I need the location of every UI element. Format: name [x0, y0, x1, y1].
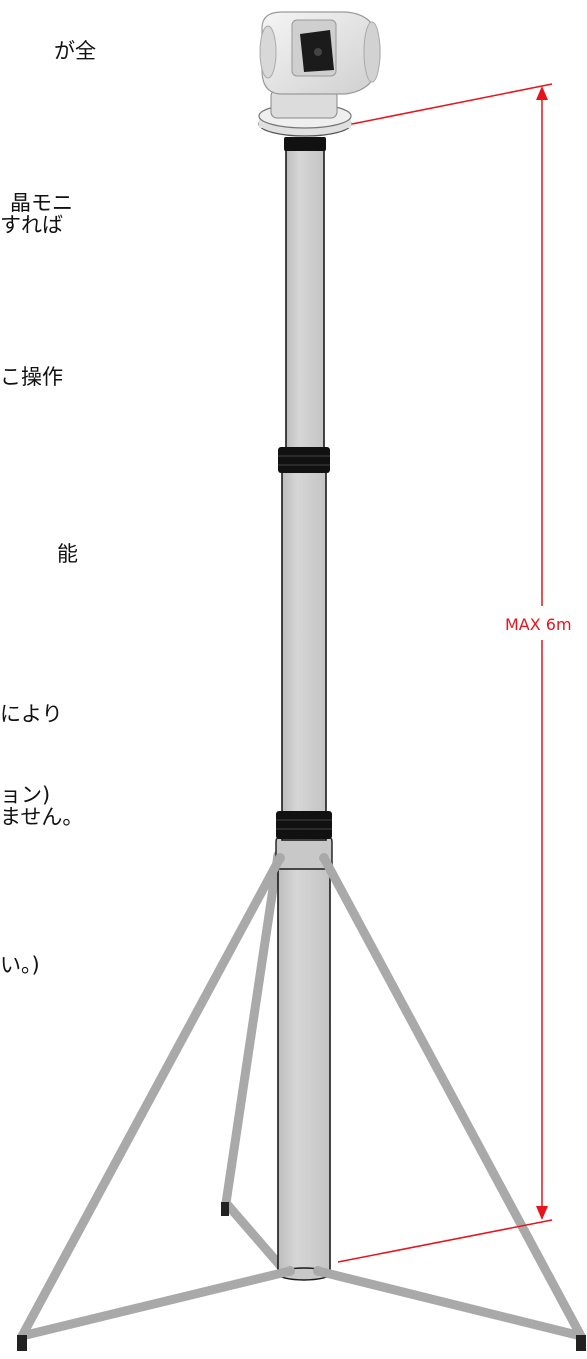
pole-middle-section — [276, 447, 332, 841]
dimension-label: MAX 6m — [505, 615, 572, 634]
text-fragment: ョン) — [0, 783, 51, 807]
arrow-down-icon — [536, 1206, 548, 1220]
height-dimension: MAX 6m — [337, 83, 572, 1263]
ptz-camera — [258, 11, 381, 137]
text-fragment: が全 — [54, 39, 96, 63]
text-fragment: こ操作 — [0, 365, 63, 389]
text-fragment: により — [0, 702, 63, 726]
tripod-front-legs — [17, 853, 586, 1351]
tripod-foot — [576, 1335, 586, 1351]
pole-top-collar — [284, 137, 326, 151]
text-fragment: 能 — [57, 542, 78, 566]
pole-clamp-collar — [276, 811, 332, 839]
tripod-back-leg — [221, 850, 289, 1275]
text-fragment: い。) — [0, 953, 40, 977]
pole-clamp-collar — [278, 447, 330, 473]
arrow-up-icon — [536, 86, 548, 100]
tripod-foot — [17, 1335, 27, 1351]
pole-top-section — [278, 137, 330, 473]
text-fragment: 晶モニ — [10, 191, 73, 215]
text-fragment: すれば — [0, 213, 63, 237]
pole-bottom-section — [275, 836, 333, 1281]
text-fragment: ません。 — [0, 805, 84, 829]
